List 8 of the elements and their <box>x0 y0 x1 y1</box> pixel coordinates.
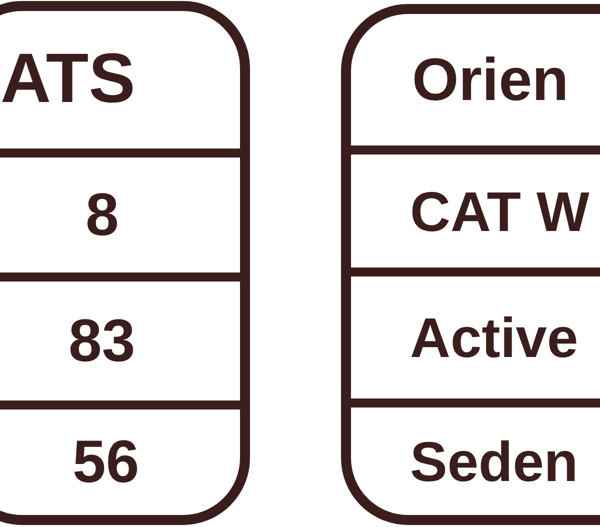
table-cell-text: CAT W <box>410 184 590 240</box>
table-cell-text: Seden <box>410 434 578 490</box>
column-header: ATS <box>0 43 136 113</box>
table-cell-value: 56 <box>72 432 140 492</box>
column-header: Orien <box>412 50 569 110</box>
table-cell-value: 8 <box>86 185 119 245</box>
table-cell-value: 83 <box>68 311 136 371</box>
table-cell-text: Active <box>410 310 578 366</box>
